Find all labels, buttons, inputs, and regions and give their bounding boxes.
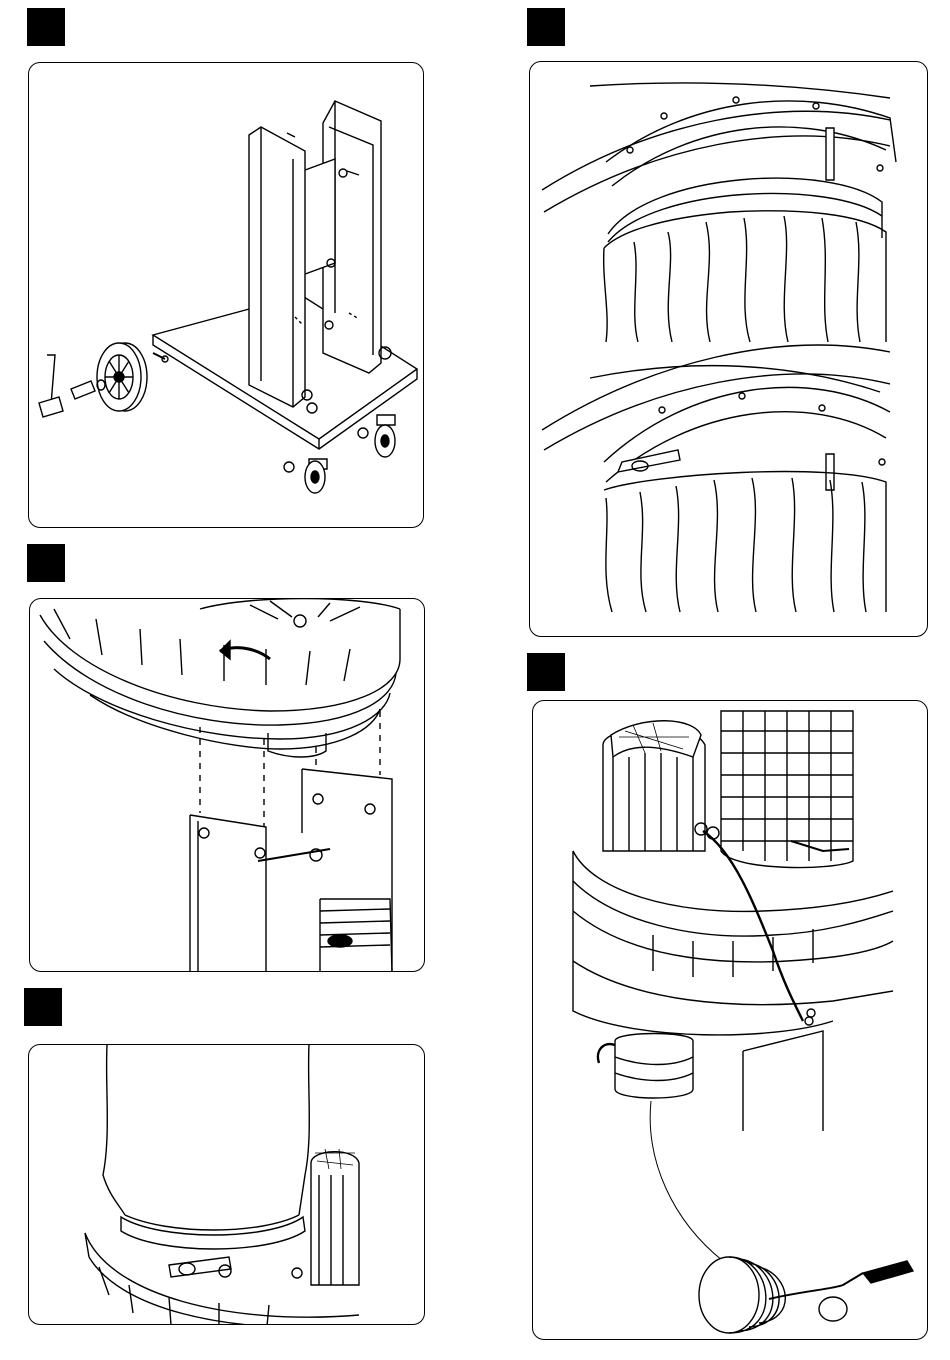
step-marker-4: [527, 653, 565, 691]
figure-earthing: [532, 700, 928, 1340]
figure-motor-mounting: [29, 598, 425, 972]
motor-base-illustration: [30, 599, 425, 972]
figure-bag-clamp: [28, 1044, 425, 1325]
earth-wire-illustration: [533, 701, 928, 1340]
step-marker-5: [24, 988, 62, 1026]
step-marker-3: [27, 544, 65, 582]
figure-stand-assembly: [28, 62, 424, 528]
figure-bag-fitting: [529, 61, 928, 637]
bag-clamp-illustration: [29, 1045, 425, 1325]
filter-bag-illustration: [530, 62, 928, 637]
step-marker-2: [527, 8, 565, 46]
step-marker-1: [27, 8, 65, 46]
stand-wheels-illustration: [29, 63, 424, 528]
